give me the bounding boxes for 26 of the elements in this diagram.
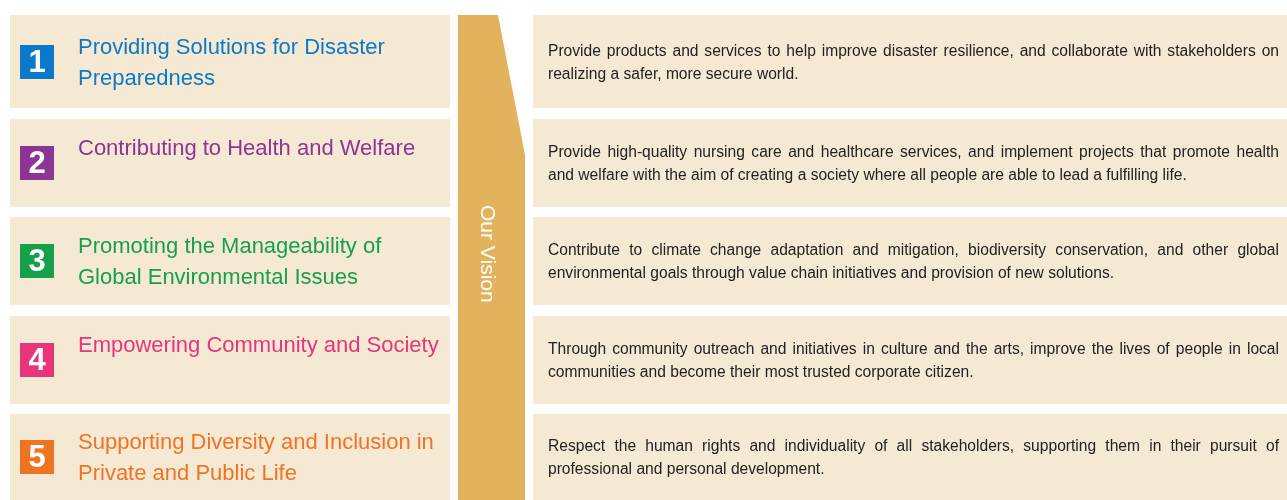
number-badge: 3 <box>20 244 54 278</box>
description-text: Respect the human rights and individuality of all stakeholders, supporting them in their pursuit of professional and personal development. <box>548 436 1279 479</box>
pillar-title: Supporting Diversity and Inclusion in Private and Public Life <box>78 428 435 487</box>
description-card <box>533 119 1287 207</box>
number-badge: 5 <box>20 440 54 474</box>
pillar-title: Contributing to Health and Welfare <box>78 134 417 162</box>
number-badge: 2 <box>20 146 54 180</box>
pillar-card <box>10 15 450 108</box>
description-card <box>533 316 1287 404</box>
description-text: Provide high-quality nursing care and healthcare services, and implement projects that promote health and welfare with the aim of creating a society where all people are able to lead a fulfilling life. <box>548 142 1279 185</box>
description-card <box>533 15 1287 108</box>
pillar-title: Empowering Community and Society <box>78 331 440 359</box>
description-card <box>533 414 1287 500</box>
pillar-card <box>10 119 450 207</box>
description-text: Provide products and services to help improve disaster resilience, and collaborate with stakeholders on realizing a safer, more secure world. <box>548 40 1279 84</box>
pillar-card <box>10 316 450 404</box>
description-text: Contribute to climate change adaptation and mitigation, biodiversity conservation, and other global environmental goals through value chain initiatives and provision of new solutions. <box>548 240 1279 283</box>
vision-label: Our Vision <box>476 205 500 303</box>
number-badge: 1 <box>20 44 54 79</box>
pillar-card <box>10 217 450 305</box>
pillar-title: Promoting the Manageability of Global Environmental Issues <box>78 232 383 291</box>
pillar-card <box>10 414 450 500</box>
number-badge: 4 <box>20 343 54 377</box>
description-card <box>533 217 1287 305</box>
description-text: Through community outreach and initiatives in culture and the arts, improve the lives of people in local communities and become their most trusted corporate citizen. <box>548 339 1279 382</box>
pillar-title: Providing Solutions for Disaster Preparedness <box>78 32 386 92</box>
